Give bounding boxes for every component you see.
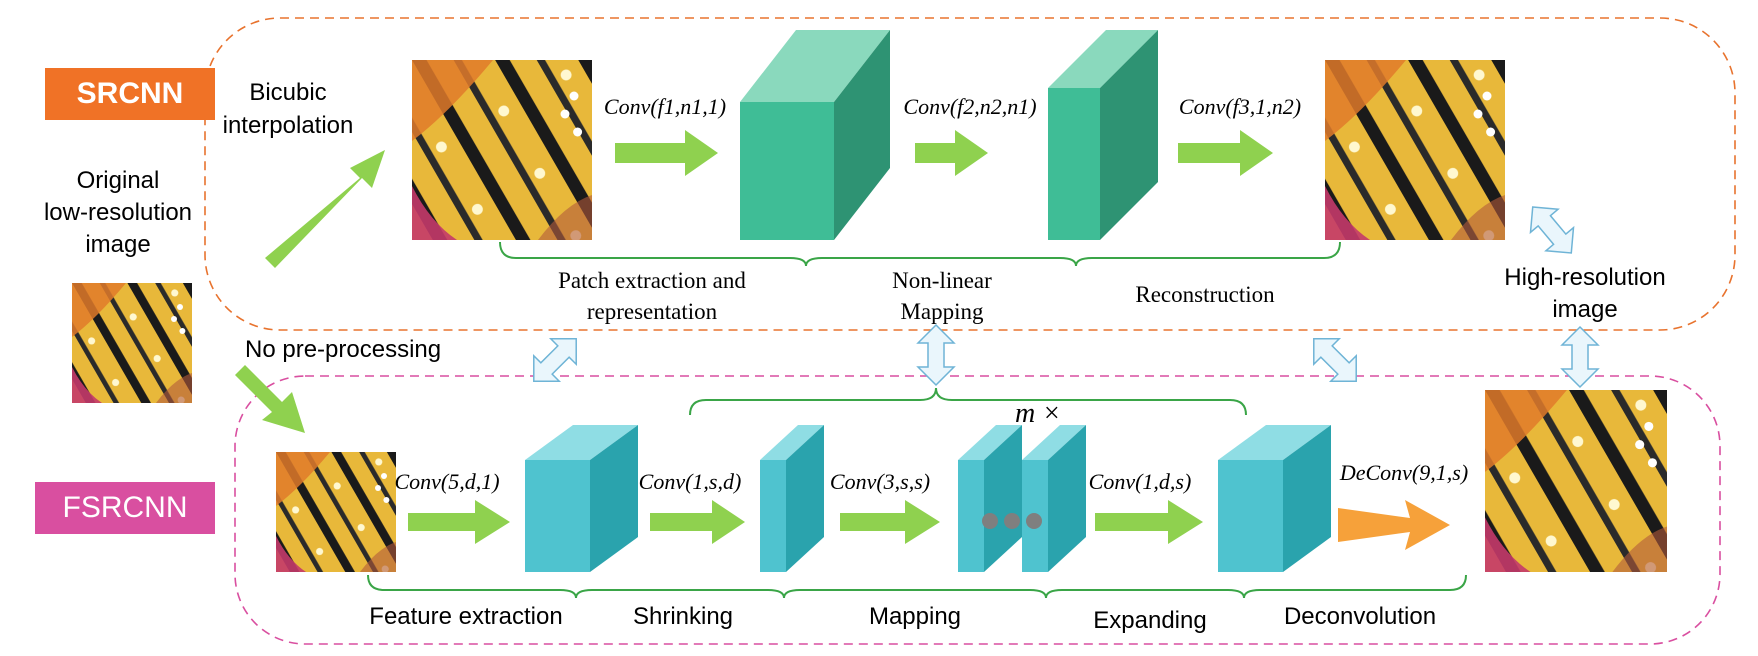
srcnn-conv-label-1: Conv(f1,n1,1) xyxy=(604,94,726,119)
double-arrow-icon-hr-bottom xyxy=(1561,326,1599,388)
fsrcnn-repeat-brace xyxy=(689,387,1247,416)
ellipsis-icon xyxy=(982,513,1042,529)
fsrcnn-feature-cube xyxy=(525,425,638,572)
fsrcnn-conv-label-5: DeConv(9,1,s) xyxy=(1339,460,1468,485)
fsrcnn-shrink-cube xyxy=(760,425,824,572)
fsrcnn-stage-5: Deconvolution xyxy=(1284,603,1436,630)
fsrcnn-output-image xyxy=(1485,390,1667,572)
interpolation-label: interpolation xyxy=(223,112,354,139)
fsrcnn-conv-label-2: Conv(1,s,d) xyxy=(639,469,742,494)
srcnn-arrow-icon-1 xyxy=(615,130,718,176)
srcnn-layer2-cube xyxy=(1048,30,1158,240)
original-lr-image xyxy=(72,283,192,403)
srcnn-arrow-icon-2 xyxy=(915,130,988,176)
srcnn-badge xyxy=(45,68,215,120)
fsrcnn-arrow-icon-4 xyxy=(1095,500,1203,544)
bicubic-arrow-icon xyxy=(265,150,385,268)
fsrcnn-arrow-icon-2 xyxy=(650,500,745,544)
bicubic-label: Bicubic xyxy=(249,79,326,106)
double-arrow-icon-hr-top xyxy=(1518,194,1586,266)
srcnn-stage-1-line2: representation xyxy=(587,299,718,324)
srcnn-stage-2-line2: Mapping xyxy=(900,299,984,324)
fsrcnn-expand-cube xyxy=(1218,425,1331,572)
double-arrow-icon-reconstruction xyxy=(1300,325,1370,395)
srcnn-layer1-cube xyxy=(740,30,890,240)
fsrcnn-stage-3: Mapping xyxy=(869,603,961,630)
srcnn-container xyxy=(204,17,1736,331)
fsrcnn-stage-4: Expanding xyxy=(1093,607,1206,634)
fsrcnn-badge-label: FSRCNN xyxy=(63,491,188,524)
srcnn-conv-label-2: Conv(f2,n2,n1) xyxy=(903,94,1036,119)
fsrcnn-brace xyxy=(367,574,1467,599)
srcnn-brace-1 xyxy=(499,241,1341,267)
no-preprocessing-label: No pre-processing xyxy=(245,336,441,363)
fsrcnn-deconv-arrow-icon xyxy=(1338,500,1450,550)
fsrcnn-stage-2: Shrinking xyxy=(633,603,733,630)
fsrcnn-conv-label-4: Conv(1,d,s) xyxy=(1089,469,1192,494)
original-label-line1: Original xyxy=(77,167,160,194)
fsrcnn-map-cube-2 xyxy=(1022,425,1086,572)
fsrcnn-conv-label-3: Conv(3,s,s) xyxy=(830,469,930,494)
fsrcnn-map-cube-1 xyxy=(958,425,1022,572)
srcnn-stage-1-line1: Patch extraction and xyxy=(558,268,746,293)
double-arrow-icon-feature xyxy=(520,325,590,395)
original-label-line2: low-resolution xyxy=(44,199,192,226)
fsrcnn-repeat-label: m × xyxy=(1015,398,1061,429)
srcnn-badge-label: SRCNN xyxy=(77,77,184,110)
srcnn-stage-3-line1: Reconstruction xyxy=(1135,282,1275,307)
no-preprocessing-arrow-icon xyxy=(235,365,305,433)
srcnn-output-image xyxy=(1325,60,1505,240)
fsrcnn-input-image xyxy=(276,452,396,572)
srcnn-stage-2-line1: Non-linear xyxy=(892,268,992,293)
fsrcnn-badge xyxy=(35,482,215,534)
original-label-line3: image xyxy=(85,231,150,258)
fsrcnn-container xyxy=(234,375,1721,645)
srcnn-arrow-icon-3 xyxy=(1178,130,1273,176)
fsrcnn-arrow-icon-1 xyxy=(408,500,510,544)
srcnn-conv-label-3: Conv(f3,1,n2) xyxy=(1179,94,1301,119)
srcnn-bicubic-image xyxy=(412,60,592,240)
hr-label-line2: image xyxy=(1552,296,1617,323)
fsrcnn-conv-label-1: Conv(5,d,1) xyxy=(394,469,499,494)
fsrcnn-stage-1: Feature extraction xyxy=(369,603,562,630)
fsrcnn-arrow-icon-3 xyxy=(840,500,940,544)
hr-label-line1: High-resolution xyxy=(1504,264,1665,291)
